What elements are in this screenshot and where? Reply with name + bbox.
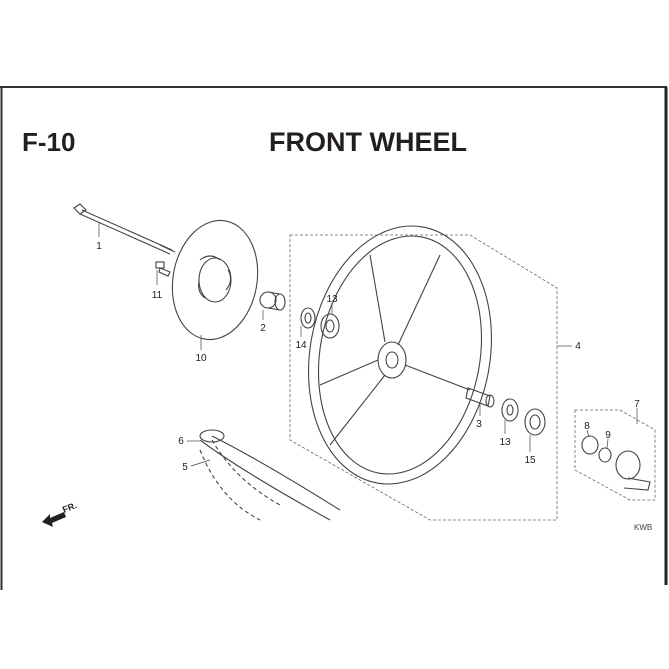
callout-6: 6 xyxy=(178,436,184,447)
bearing-right-part xyxy=(501,398,519,422)
callout-5: 5 xyxy=(182,462,188,473)
callout-14: 14 xyxy=(295,340,307,351)
callout-3: 3 xyxy=(476,419,482,430)
callout-1: 1 xyxy=(96,241,102,252)
front-direction-label: FR. xyxy=(61,500,78,515)
callout-10: 10 xyxy=(195,353,207,364)
frame xyxy=(0,86,668,590)
callout-13b: 13 xyxy=(499,437,511,448)
brake-disc-part xyxy=(171,219,259,341)
front-direction-arrow-icon xyxy=(42,512,66,527)
bolt-part xyxy=(155,261,171,277)
section-code: F-10 xyxy=(22,127,75,157)
callout-8: 8 xyxy=(584,421,590,432)
distance-collar-part xyxy=(465,387,495,408)
diagram-code: KWB xyxy=(634,523,652,532)
bearing-part xyxy=(300,307,340,339)
callout-15: 15 xyxy=(524,455,536,466)
callout-7: 7 xyxy=(634,399,640,410)
callout-4: 4 xyxy=(575,341,581,352)
speedometer-gearbox-part xyxy=(574,409,656,501)
page-title: FRONT WHEEL xyxy=(269,127,467,157)
dust-seal-part xyxy=(524,408,546,436)
callout-9: 9 xyxy=(605,430,611,441)
tire-part xyxy=(199,429,341,521)
callout-11: 11 xyxy=(152,290,163,301)
callout-2: 2 xyxy=(260,323,266,334)
axle-part xyxy=(73,203,176,255)
wheel-part xyxy=(289,225,558,521)
callout-13: 13 xyxy=(326,294,338,305)
collar-part xyxy=(259,291,286,311)
leader-lines xyxy=(98,222,638,467)
